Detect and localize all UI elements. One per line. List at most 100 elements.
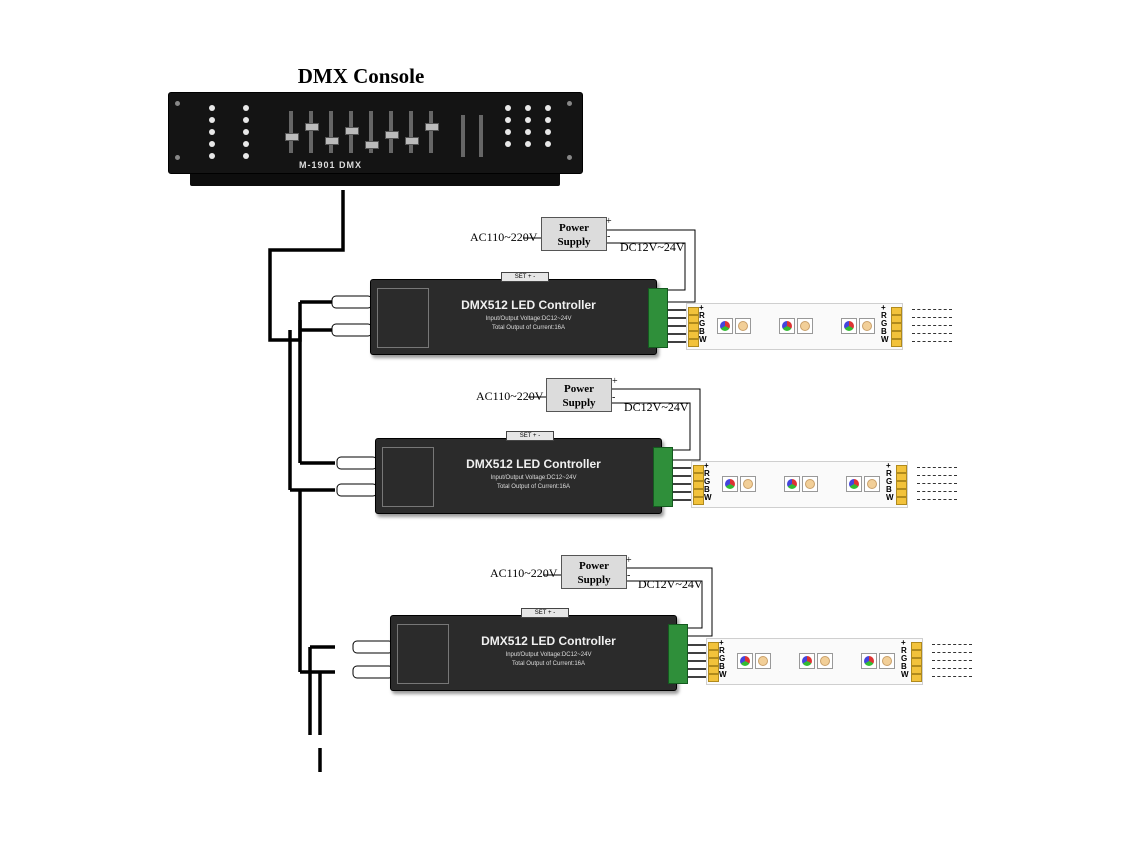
output-terminal bbox=[668, 624, 688, 684]
screw bbox=[567, 155, 572, 160]
dmx-io-port bbox=[382, 447, 434, 507]
pin-label: R bbox=[699, 311, 705, 320]
minus-sign: - bbox=[627, 570, 631, 581]
continuation-dash bbox=[912, 333, 952, 334]
plus-sign: + bbox=[612, 376, 618, 387]
controller-buttons: SET + - bbox=[501, 272, 549, 282]
white-led bbox=[879, 653, 895, 669]
controller-buttons: SET + - bbox=[506, 431, 554, 441]
white-led bbox=[802, 476, 818, 492]
controller-voltage: Input/Output Voltage:DC12~24V bbox=[485, 316, 572, 322]
button-dot bbox=[209, 129, 215, 135]
dc-output-label: DC12V~24V bbox=[638, 577, 703, 591]
continuation-dash bbox=[912, 309, 952, 310]
button-dot bbox=[209, 105, 215, 111]
solder-pad bbox=[688, 315, 699, 323]
button-dot bbox=[525, 129, 531, 135]
dmx-console: M-1901 DMX bbox=[168, 92, 583, 188]
controller-voltage: Input/Output Voltage:DC12~24V bbox=[490, 475, 577, 481]
button-dot bbox=[243, 117, 249, 123]
controller-buttons: SET + - bbox=[521, 608, 569, 618]
solder-pad bbox=[708, 650, 719, 658]
fader-knob bbox=[345, 127, 359, 135]
white-led bbox=[735, 318, 751, 334]
plus-sign: + bbox=[626, 555, 632, 566]
button-dot bbox=[545, 129, 551, 135]
solder-pad bbox=[911, 650, 922, 658]
solder-pad bbox=[891, 331, 902, 339]
led-strip-2: + R G B W + R G B W bbox=[691, 461, 908, 508]
ac-input-label: AC110~220V bbox=[476, 389, 544, 403]
pin-label: R bbox=[719, 646, 725, 655]
continuation-dash bbox=[917, 467, 957, 468]
solder-pad bbox=[688, 323, 699, 331]
dmx-led-controller-3: SET + - DMX512 LED Controller Input/Outp… bbox=[390, 608, 688, 691]
pin-label: W bbox=[881, 335, 889, 344]
continuation-dash bbox=[932, 652, 972, 653]
controller-name: DMX512 LED Controller bbox=[466, 457, 601, 471]
solder-pad bbox=[708, 666, 719, 674]
pin-label: R bbox=[704, 469, 710, 478]
white-led bbox=[859, 318, 875, 334]
dmx-led-controller-1: SET + - DMX512 LED Controller Input/Outp… bbox=[370, 272, 668, 355]
button-dot bbox=[525, 117, 531, 123]
rgb-led bbox=[784, 476, 800, 492]
dmx-cable bbox=[268, 190, 345, 772]
solder-pad bbox=[911, 674, 922, 682]
white-led bbox=[755, 653, 771, 669]
button-dot bbox=[243, 153, 249, 159]
fader bbox=[289, 111, 293, 153]
pin-label: G bbox=[699, 319, 706, 328]
controller-current: Total Output of Current:16A bbox=[496, 484, 571, 490]
dmx-io-port bbox=[397, 624, 449, 684]
white-led bbox=[797, 318, 813, 334]
white-led bbox=[817, 653, 833, 669]
solder-pad bbox=[896, 481, 907, 489]
pin-label: G bbox=[901, 654, 908, 663]
console-title: DMX Console bbox=[297, 64, 425, 88]
solder-pad bbox=[891, 339, 902, 347]
button-dot bbox=[243, 105, 249, 111]
solder-pad bbox=[891, 323, 902, 331]
solder-pad bbox=[891, 307, 902, 315]
power-supply-3: Power Supply bbox=[561, 555, 627, 589]
rgb-led bbox=[722, 476, 738, 492]
fader-knob bbox=[365, 141, 379, 149]
rgb-led bbox=[861, 653, 877, 669]
continuation-dash bbox=[932, 676, 972, 677]
solder-pad bbox=[896, 473, 907, 481]
button-dot bbox=[505, 129, 511, 135]
button-dot bbox=[505, 141, 511, 147]
screw bbox=[175, 101, 180, 106]
ac-input-label: AC110~220V bbox=[470, 230, 538, 244]
fader-knob bbox=[325, 137, 339, 145]
dmx-io-port bbox=[377, 288, 429, 348]
pin-label: W bbox=[699, 335, 707, 344]
solder-pad bbox=[896, 489, 907, 497]
continuation-dash bbox=[917, 475, 957, 476]
button-dot bbox=[525, 141, 531, 147]
ac-input-lines bbox=[523, 237, 562, 576]
pin-label: + bbox=[719, 638, 724, 647]
psu-label-2: Supply bbox=[577, 574, 611, 586]
continuation-dash bbox=[912, 341, 952, 342]
pin-label: W bbox=[901, 670, 909, 679]
fader-knob bbox=[385, 131, 399, 139]
pin-label: G bbox=[719, 654, 726, 663]
fader bbox=[429, 111, 433, 153]
pin-label: G bbox=[881, 319, 888, 328]
pin-label: + bbox=[881, 303, 886, 312]
button-dot bbox=[243, 129, 249, 135]
fader-knob bbox=[425, 123, 439, 131]
output-terminal bbox=[648, 288, 668, 348]
solder-pad bbox=[693, 489, 704, 497]
controller-voltage: Input/Output Voltage:DC12~24V bbox=[505, 652, 592, 658]
dmx-led-controller-2: SET + - DMX512 LED Controller Input/Outp… bbox=[375, 431, 673, 514]
psu-label-2: Supply bbox=[557, 236, 591, 248]
rgb-led bbox=[737, 653, 753, 669]
ac-input-label: AC110~220V bbox=[490, 566, 558, 580]
fader-knob bbox=[405, 137, 419, 145]
plus-sign: + bbox=[606, 216, 612, 227]
psu-label-2: Supply bbox=[562, 397, 596, 409]
minus-sign: - bbox=[612, 392, 616, 403]
